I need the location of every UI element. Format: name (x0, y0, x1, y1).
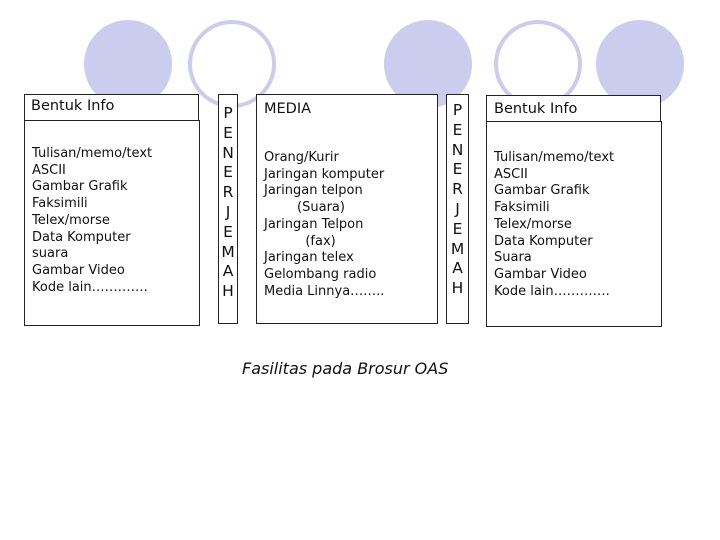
list-item: ASCII (494, 166, 528, 182)
list-item: Media Linnya…….. (264, 283, 385, 299)
list-item: Faksimili (32, 196, 88, 212)
list-item: Tulisan/memo/text (32, 146, 153, 161)
vertical-letter: A (452, 259, 463, 278)
list-item: Gambar Video (494, 266, 587, 282)
list-item: Telex/morse (32, 212, 110, 228)
list-item: Data Komputer (494, 233, 593, 249)
vertical-letter: A (222, 262, 234, 281)
decorative-circle-3 (384, 20, 472, 108)
vertical-letter: J (225, 202, 231, 221)
list-item: Gelombang radio (264, 266, 377, 282)
vertical-letter: P (452, 101, 463, 119)
list-item: (fax) (264, 233, 336, 249)
list-item: Kode lain…………. (494, 283, 610, 299)
vertical-letter: N (451, 140, 464, 159)
list-item: Suara (494, 250, 532, 266)
vertical-letter: E (223, 222, 233, 241)
media-box (256, 94, 438, 324)
decorative-circle-1 (84, 20, 172, 108)
list-item: Jaringan telex (264, 250, 354, 266)
right-info-list-box (486, 121, 662, 327)
list-item: ASCII (32, 162, 66, 178)
vertical-letter: H (451, 279, 464, 298)
list-item: (Suara) (264, 200, 345, 216)
penerima-right-box (446, 94, 469, 324)
decorative-circle-5 (596, 20, 684, 108)
list-item: Gambar Grafik (32, 179, 128, 195)
vertical-letter: E (452, 160, 463, 179)
list-item: suara (32, 246, 69, 262)
vertical-letter: E (223, 163, 233, 182)
vertical-letter: R (452, 180, 463, 199)
list-item: Tulisan/memo/text (494, 150, 615, 165)
diagram-caption: Fasilitas pada Brosur OAS (242, 359, 449, 378)
media-header: MEDIA (264, 101, 312, 117)
list-item: Data Komputer (32, 229, 131, 245)
penerima-left-box (218, 94, 238, 324)
list-item: Jaringan telpon (264, 183, 363, 199)
list-item: Telex/morse (494, 216, 572, 232)
left-info-list-box (24, 120, 200, 326)
right-info-header: Bentuk Info (494, 101, 578, 117)
left-info-header: Bentuk Info (31, 98, 115, 114)
vertical-letter: E (452, 120, 463, 139)
vertical-letter: P (223, 104, 233, 122)
vertical-letter: N (222, 143, 234, 162)
list-item: Jaringan komputer (264, 166, 385, 182)
vertical-letter: E (452, 219, 463, 238)
list-item: Jaringan Telpon (264, 216, 364, 232)
list-item: Gambar Grafik (494, 183, 590, 199)
vertical-letter: H (222, 282, 234, 301)
vertical-letter: R (222, 183, 234, 202)
vertical-letter: M (221, 242, 235, 261)
list-item: Faksimili (494, 200, 550, 216)
list-item: Kode lain…………. (32, 279, 148, 295)
vertical-letter: J (455, 199, 460, 218)
vertical-letter: M (450, 239, 465, 258)
left-info-header-box (24, 94, 199, 122)
vertical-letter: E (223, 123, 233, 142)
list-item: Gambar Video (32, 262, 125, 278)
list-item: Orang/Kurir (264, 150, 339, 165)
